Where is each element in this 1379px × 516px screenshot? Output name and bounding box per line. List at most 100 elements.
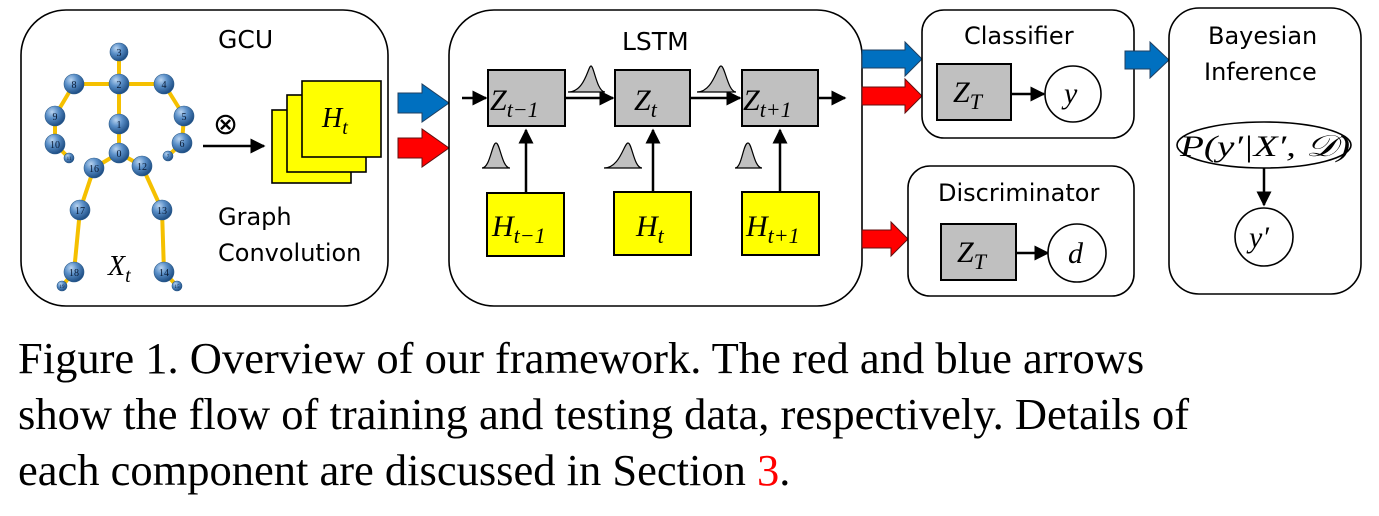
bayesian-output-node (1234, 207, 1294, 267)
skeleton-joint (44, 133, 66, 155)
skeleton-joint (171, 280, 183, 292)
train-arrow-lstm-classifier (861, 77, 923, 115)
skeleton-joint (153, 73, 175, 95)
input-feature-label: Ht (635, 210, 665, 248)
discriminator-title: Discriminator (938, 179, 1099, 207)
skeleton-joint-label: 17 (75, 206, 85, 217)
skeleton-joint-label: 5 (182, 112, 187, 123)
hidden-state-label: Zt−1 (490, 84, 539, 122)
skeleton-joint (108, 142, 130, 164)
section-reference-link[interactable]: 3 (756, 445, 780, 495)
skeleton-joint-label: 1 (117, 120, 122, 131)
test-arrow-lstm-classifier (861, 40, 923, 78)
skeleton-joint (109, 42, 129, 62)
gaussian-icon (567, 65, 606, 93)
posterior-label: P(y′|X′, 𝒟) (1179, 130, 1350, 163)
discriminator-module: Discriminator ZT d (907, 165, 1135, 297)
input-feature-box (741, 191, 820, 256)
lstm-module: LSTM Zt−1 Zt Zt+1 Ht−1 Ht Ht+1 (448, 9, 863, 307)
input-feature-label: Ht−1 (491, 210, 546, 248)
skeleton-joint (171, 132, 193, 154)
gaussian-icon (734, 142, 763, 169)
skeleton-joint (83, 157, 105, 179)
skeleton-joint-label: 9 (53, 112, 58, 123)
classifier-module: Classifier ZT y (921, 9, 1135, 139)
skeleton-bone (160, 209, 166, 273)
bayesian-inference-module: Bayesian Inference P(y′|X′, 𝒟) y′ (1168, 7, 1362, 295)
gaussian-icon (481, 142, 511, 169)
classifier-output-node (1044, 65, 1102, 123)
caption-line-3-period: . (779, 445, 791, 495)
skeleton-joint (56, 280, 68, 292)
skeleton-joint-label: 19 (60, 285, 66, 290)
input-feature-box (486, 192, 565, 257)
skeleton-joint (108, 113, 130, 135)
skeleton-joint (162, 150, 174, 162)
feature-map-front (301, 80, 382, 158)
train-arrow-lstm-discriminator (861, 220, 909, 258)
skeleton-joint-label: 11 (67, 157, 72, 162)
classifier-title: Classifier (964, 22, 1074, 50)
graph-convolution-label: Graph (218, 203, 292, 231)
discriminator-output-node (1047, 223, 1107, 283)
test-arrow-gcu-lstm (397, 83, 450, 123)
test-arrow-classifier-bayesian (1124, 40, 1170, 80)
gcu-title: GCU (218, 25, 273, 54)
skeleton-joint-label: 8 (72, 80, 77, 91)
gaussian-icon (603, 142, 643, 169)
figure-caption: Figure 1. Overview of our framework. The… (18, 330, 1368, 498)
skeleton-joint (63, 152, 75, 164)
skeleton-joint-label: 14 (159, 268, 169, 279)
hidden-state-box (487, 69, 566, 127)
hidden-state-box (741, 69, 819, 127)
input-feature-box (613, 191, 692, 256)
classifier-state-box (936, 63, 1012, 121)
convolution-operator-icon: ⊗ (213, 108, 238, 141)
skeleton-joint (63, 73, 85, 95)
skeleton-joint (131, 155, 153, 177)
skeleton-joint-label: 13 (157, 206, 167, 217)
caption-line-3-text: each component are discussed in Section (18, 445, 757, 495)
classifier-output-label: y (1061, 77, 1078, 110)
discriminator-state-box (940, 223, 1017, 281)
skeleton-joint (173, 105, 195, 127)
caption-line-1: Figure 1. Overview of our framework. The… (18, 333, 1145, 383)
gaussian-icon (696, 65, 737, 93)
bayesian-title: Bayesian (1208, 22, 1317, 50)
caption-line-2: show the flow of training and testing da… (18, 389, 1190, 439)
skeleton-joint (63, 261, 85, 283)
hidden-state-box (614, 69, 691, 127)
bayesian-title-2: Inference (1204, 58, 1317, 86)
skeleton-joint (69, 199, 91, 221)
skeleton-joint-label: 6 (180, 139, 185, 150)
skeleton-joint-label: 15 (175, 285, 181, 290)
skeleton-joint (153, 261, 175, 283)
skeleton-joint-label: 2 (117, 80, 122, 91)
skeleton-joint-label: 3 (117, 48, 122, 59)
skeleton-joint (44, 105, 66, 127)
skeleton-joint-label: 4 (162, 80, 167, 91)
classifier-state-label: ZT (953, 76, 984, 114)
hidden-state-label: Zt (634, 84, 658, 122)
lstm-title: LSTM (622, 27, 689, 56)
input-feature-label: Ht+1 (745, 210, 800, 248)
train-arrow-gcu-lstm (397, 128, 450, 168)
bayesian-output-label: y′ (1246, 221, 1269, 254)
skeleton-joint-label: 18 (69, 268, 79, 279)
skeleton-joint-label: 16 (89, 164, 99, 175)
skeleton-joint-label: 7 (167, 155, 170, 160)
hidden-state-label: Zt+1 (743, 84, 792, 122)
skeleton-joint (151, 199, 173, 221)
skeleton-bone (72, 209, 82, 273)
input-skeleton-label: Xt (107, 251, 131, 287)
skeleton-joint-label: 0 (117, 149, 122, 160)
feature-map-label: Ht (321, 103, 348, 139)
graph-convolution-label-2: Convolution (218, 239, 361, 267)
skeleton-joint-label: 12 (137, 162, 147, 173)
caption-line-3: each component are discussed in Section … (18, 442, 1368, 498)
discriminator-output-label: d (1068, 237, 1084, 270)
skeleton-joint-label: 10 (50, 140, 60, 151)
